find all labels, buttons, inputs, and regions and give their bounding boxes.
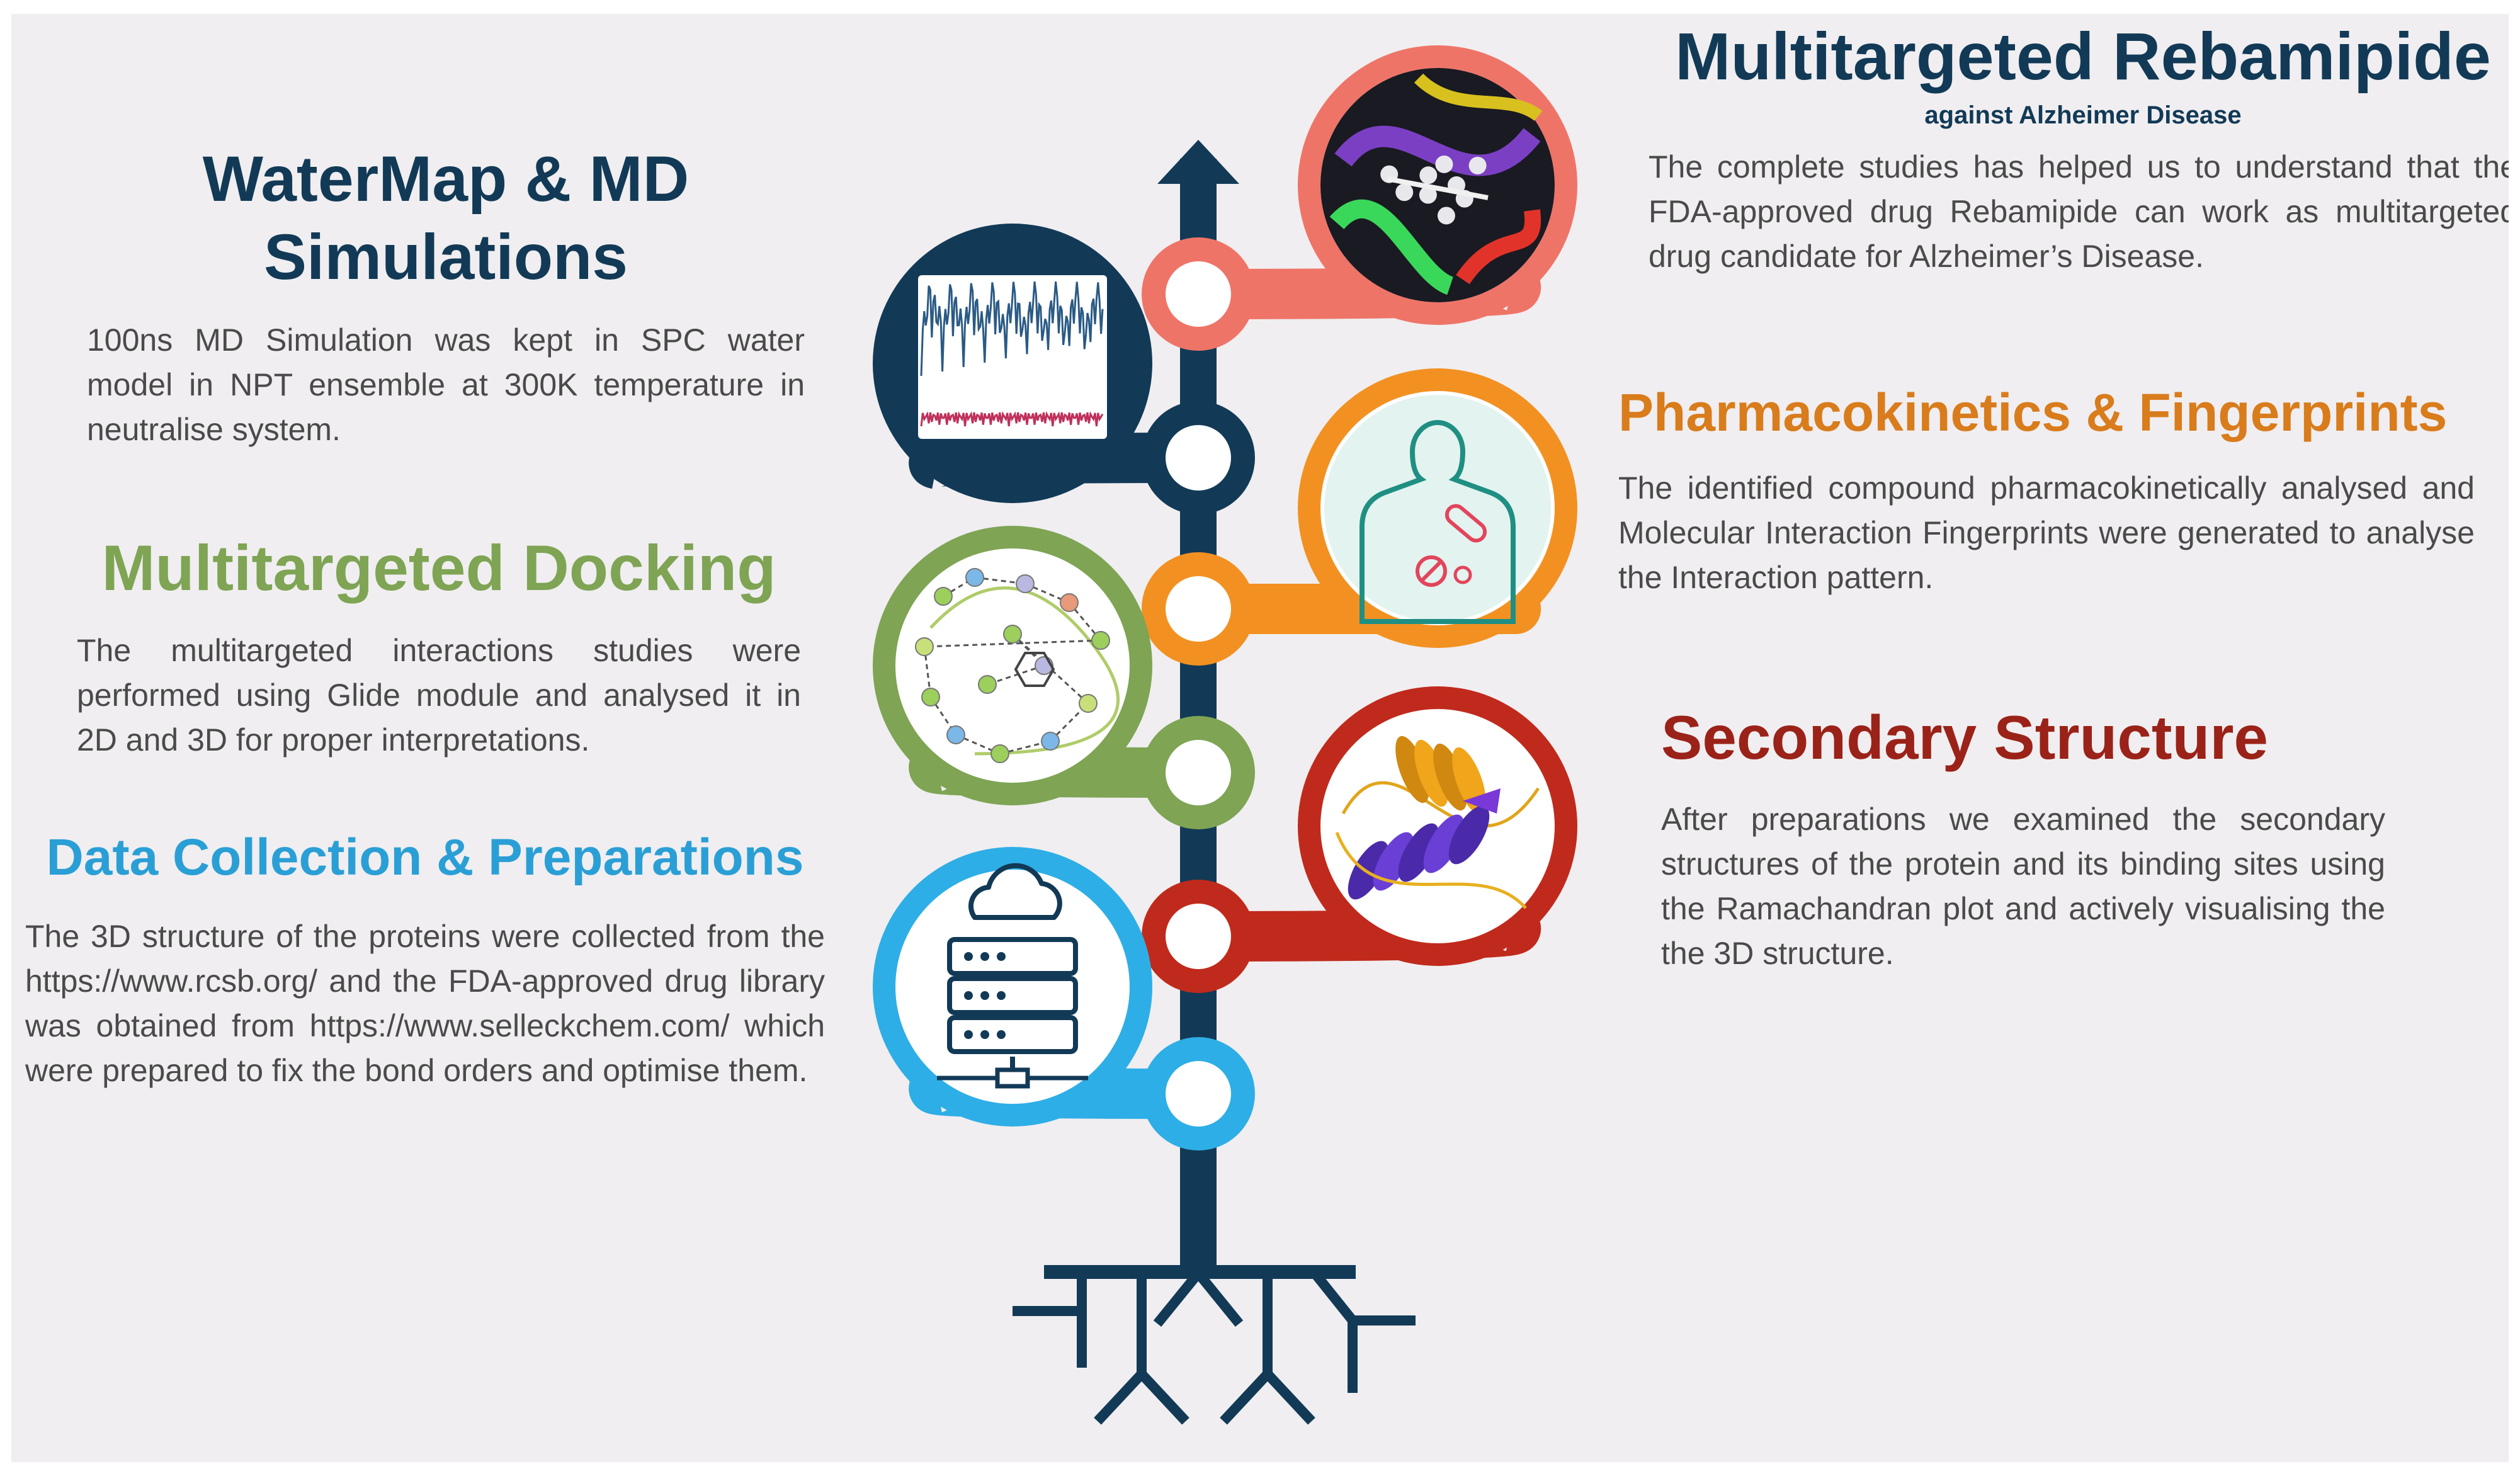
trunk-arrow-head bbox=[1157, 140, 1239, 184]
section-pharmacokinetics: Pharmacokinetics & Fingerprints The iden… bbox=[1618, 380, 2475, 600]
section-data-collection: Data Collection & Preparations The 3D st… bbox=[25, 826, 825, 1093]
trunk-node-dot bbox=[1166, 1061, 1231, 1127]
trunk-node-dot bbox=[1166, 261, 1231, 327]
tree-roots-icon bbox=[1013, 1265, 1416, 1425]
bubble-pharmacokinetics bbox=[1142, 368, 1577, 666]
secondary-structure-description: After preparations we examined the secon… bbox=[1661, 801, 2385, 971]
secondary-structure-title: Secondary Structure bbox=[1661, 703, 2268, 772]
rebamipide-description: The complete studies has helped us to un… bbox=[1649, 149, 2509, 275]
bubble-docking bbox=[873, 526, 1255, 829]
docking-title: Multitargeted Docking bbox=[101, 532, 776, 604]
watermap-title: WaterMap & MD Simulations bbox=[202, 143, 690, 293]
trunk-node-dot bbox=[1166, 904, 1231, 969]
rebamipide-subtitle: against Alzheimer Disease bbox=[1924, 101, 2242, 130]
section-watermap-md: WaterMap & MD Simulations 100ns MD Simul… bbox=[87, 140, 805, 452]
pharmacokinetics-title: Pharmacokinetics & Fingerprints bbox=[1618, 383, 2448, 442]
section-secondary-structure: Secondary Structure After preparations w… bbox=[1661, 700, 2385, 976]
molecule-3d-icon bbox=[1320, 68, 1555, 302]
protein-helix-icon bbox=[1335, 735, 1540, 909]
human-body-pill-icon bbox=[1324, 395, 1551, 624]
section-rebamipide: Multitargeted Rebamipide against Alzheim… bbox=[1649, 16, 2509, 279]
data-collection-description: The 3D structure of the proteins were co… bbox=[25, 919, 825, 1089]
bubble-rebamipide bbox=[1142, 45, 1577, 351]
rebamipide-title: Multitargeted Rebamipide bbox=[1675, 20, 2491, 94]
infographic-canvas: Multitargeted Rebamipide against Alzheim… bbox=[11, 14, 2509, 1462]
bubble-inner bbox=[895, 870, 1130, 1104]
trunk-node-dot bbox=[1166, 740, 1231, 805]
trunk-node-dot bbox=[1166, 576, 1231, 642]
section-multitargeted-docking: Multitargeted Docking The multitargeted … bbox=[77, 529, 801, 763]
bubble-watermap bbox=[873, 224, 1255, 514]
pharmacokinetics-description: The identified compound pharmacokinetica… bbox=[1618, 470, 2475, 596]
bubble-data-collection bbox=[873, 847, 1255, 1150]
workflow-tree-diagram bbox=[873, 45, 1577, 1425]
data-collection-title: Data Collection & Preparations bbox=[46, 829, 804, 886]
md-trajectory-plot-icon bbox=[918, 275, 1107, 439]
docking-description: The multitargeted interactions studies w… bbox=[77, 633, 801, 758]
cloud-server-icon bbox=[937, 863, 1088, 1089]
bubble-secondary-structure bbox=[1142, 686, 1577, 993]
watermap-description: 100ns MD Simulation was kept in SPC wate… bbox=[87, 322, 805, 447]
bubble-inner bbox=[895, 548, 1130, 783]
trunk-node-dot bbox=[1166, 425, 1231, 491]
ligand-interaction-diagram-icon bbox=[915, 568, 1120, 763]
